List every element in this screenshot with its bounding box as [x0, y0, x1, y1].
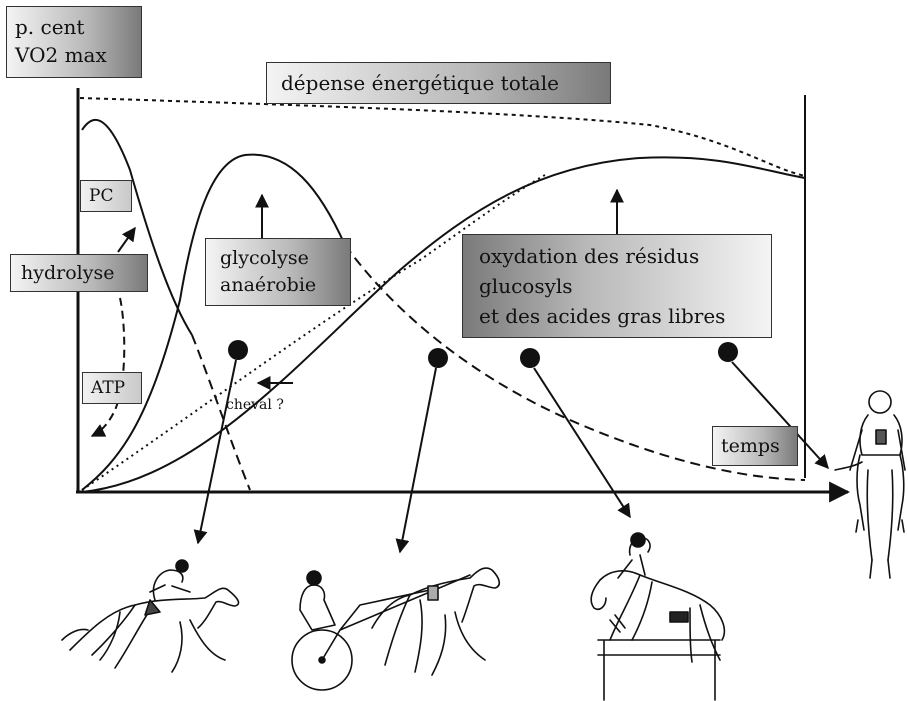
y-axis-label: p. cent VO2 max [6, 6, 142, 78]
jumping-horse-icon [590, 532, 726, 701]
marker-dot-1 [228, 340, 248, 360]
curve-glycolysis-tail [344, 244, 806, 481]
curve-glycolysis [81, 153, 346, 491]
oxidation-label: oxydation des résidus glucosyls et des a… [462, 234, 772, 338]
pointer-3 [533, 367, 631, 519]
curve-oxidation [81, 156, 806, 493]
oxidation-label-line-1: oxydation des résidus [479, 244, 700, 268]
galloping-horse-icon [61, 559, 240, 673]
glycolysis-label-line-2: anaérobie [220, 274, 317, 296]
atp-label: ATP [82, 372, 142, 404]
y-axis-label-line-2: VO2 max [15, 43, 107, 67]
endurance-rider-icon [834, 390, 906, 579]
curve-dotted [81, 174, 546, 491]
y-axis-label-line-1: p. cent [15, 15, 85, 39]
marker-dot-3 [520, 348, 540, 368]
temps-label: temps [712, 426, 798, 466]
oxidation-label-line-2: glucosyls [479, 274, 573, 298]
curve-pc [81, 118, 193, 336]
curve-pc-decline [191, 334, 251, 491]
oxidation-label-line-3: et des acides gras libres [479, 304, 726, 328]
cheval-label: cheval ? [226, 397, 284, 413]
marker-dot-2 [428, 348, 448, 368]
trotting-harness-horse-icon [291, 567, 501, 691]
curve-total-energy [79, 97, 806, 177]
pc-label: PC [80, 180, 132, 212]
hydrolyse-label: hydrolyse [10, 254, 148, 292]
total-energy-label: dépense énergétique totale [266, 62, 611, 104]
glycolysis-label-line-1: glycolyse [220, 247, 309, 269]
arrow-hydrolyse [117, 226, 136, 253]
pointer-1 [193, 359, 237, 545]
pointer-2 [395, 367, 437, 554]
marker-dot-4 [718, 342, 738, 362]
glycolysis-label: glycolyse anaérobie [205, 238, 351, 306]
pointer-4 [731, 361, 829, 470]
curve-atp [90, 297, 126, 437]
